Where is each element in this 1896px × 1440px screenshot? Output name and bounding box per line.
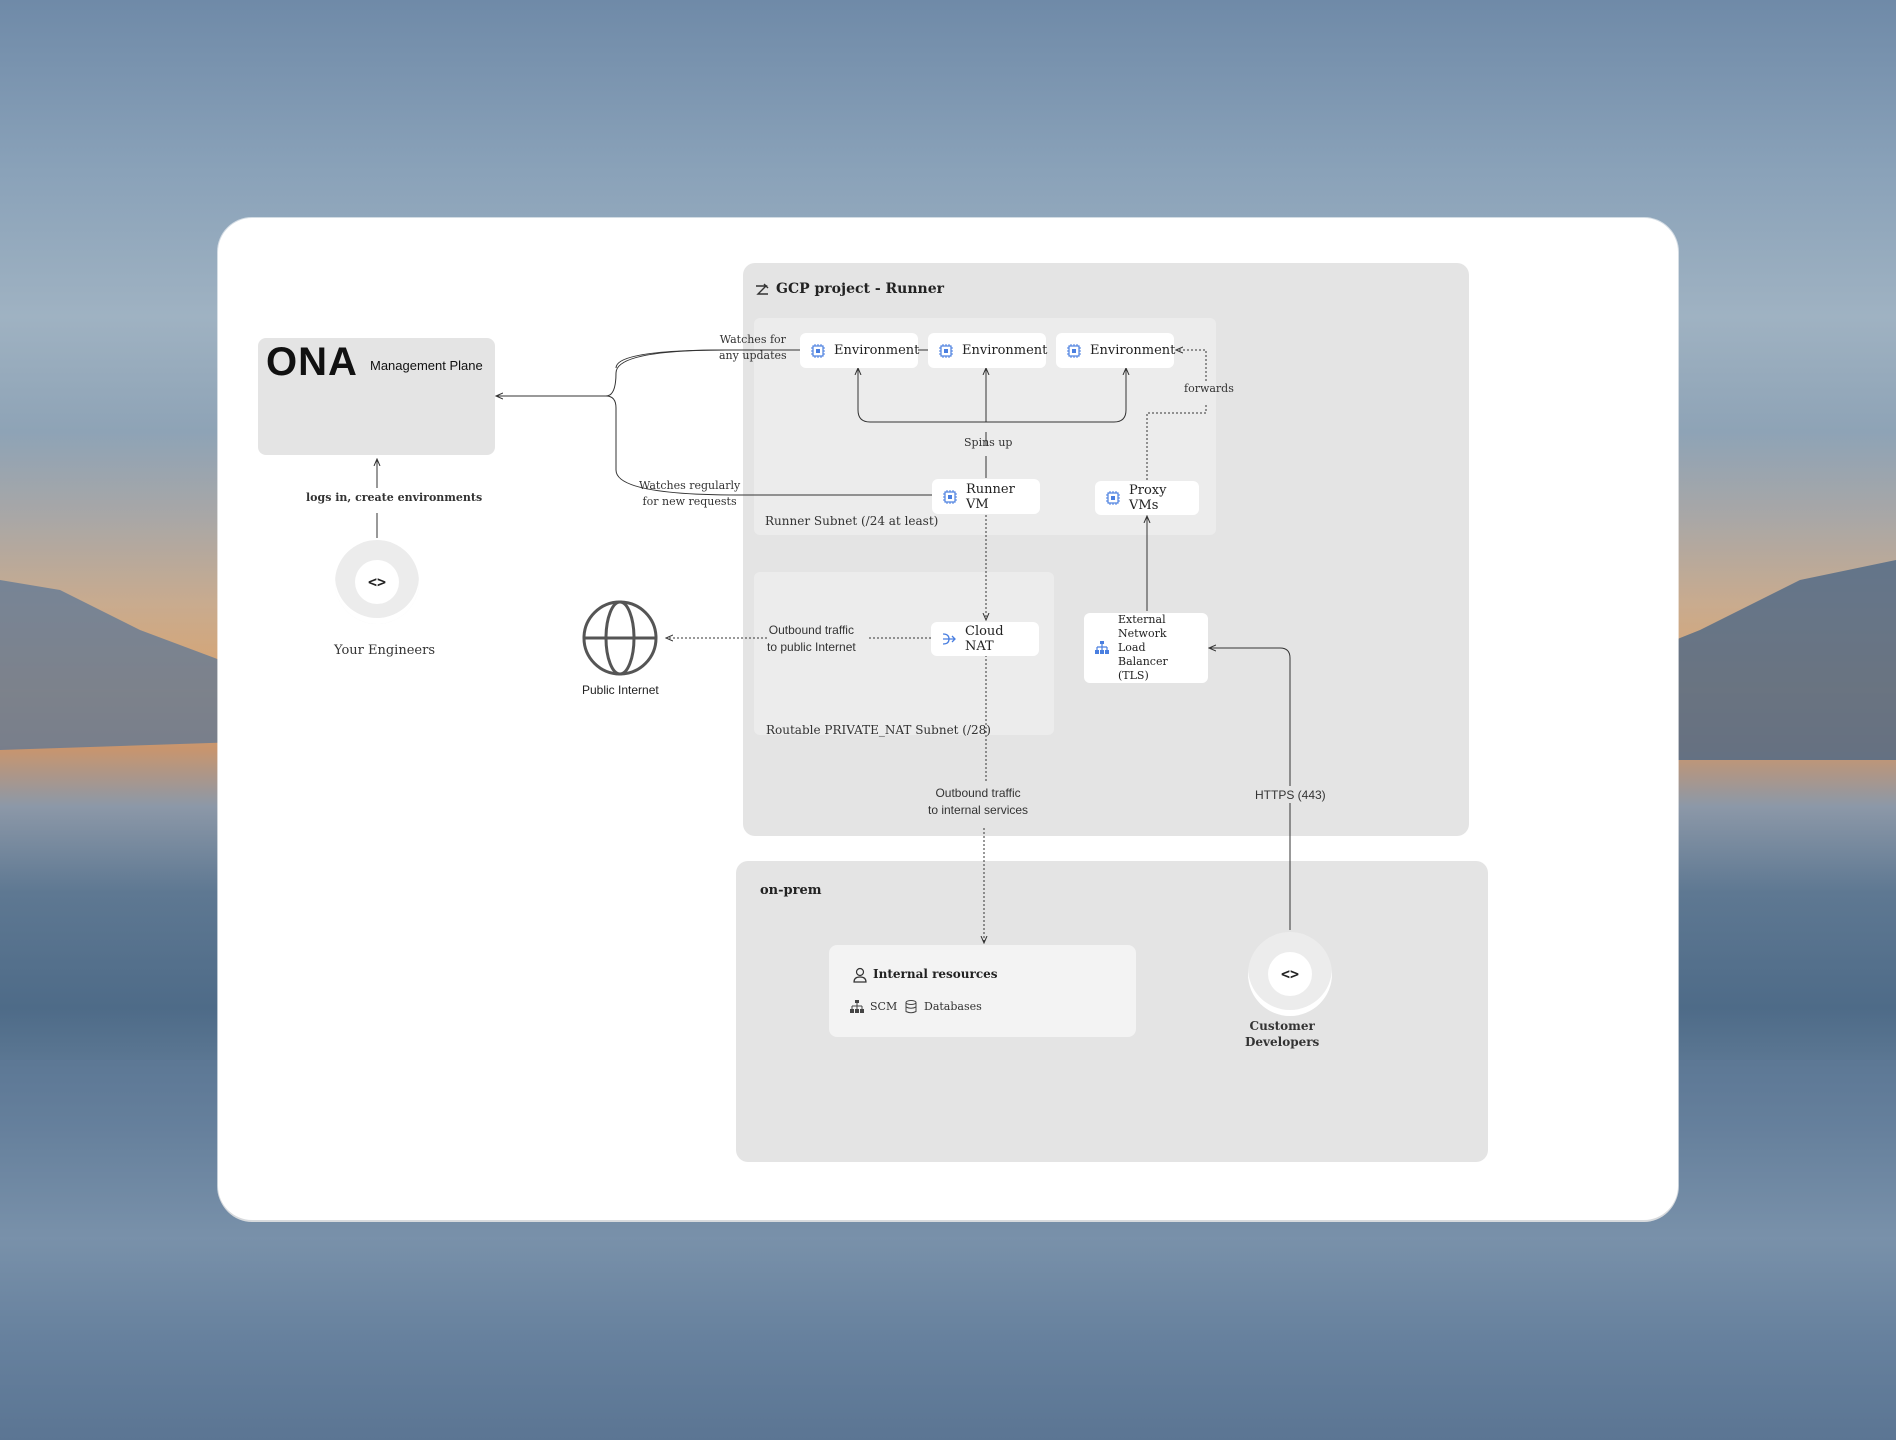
environment-node-1[interactable]: Environment	[800, 333, 920, 368]
chip-icon	[1067, 343, 1081, 358]
load-balancer-label: External Network Load Balancer (TLS)	[1118, 613, 1168, 682]
diagram-card: GCP project - Runner Runner Subnet (/24 …	[218, 218, 1678, 1220]
internal-resources-title: Internal resources	[873, 967, 998, 981]
load-balancer-icon	[1095, 641, 1109, 654]
person-icon	[853, 967, 867, 983]
engineers-avatar[interactable]: <>	[335, 540, 419, 624]
chip-icon	[939, 343, 953, 358]
forwards-label: forwards	[1184, 382, 1234, 395]
scm-label: SCM	[870, 1000, 898, 1013]
code-icon: <>	[355, 560, 399, 604]
gcp-project-title: GCP project - Runner	[776, 281, 944, 297]
customer-developers-avatar[interactable]: <>	[1248, 932, 1332, 1016]
globe-icon	[582, 600, 658, 676]
environment-node-3[interactable]: Environment	[1056, 333, 1176, 368]
environment-label: Environment	[962, 343, 1048, 358]
spins-up-label: Spins up	[964, 436, 1013, 449]
ona-logo: ONA	[266, 340, 358, 384]
load-balancer-node[interactable]: External Network Load Balancer (TLS)	[1084, 613, 1208, 683]
code-icon: <>	[1268, 952, 1312, 996]
logs-in-edge-label: logs in, create environments	[306, 491, 483, 504]
runner-subnet-label: Runner Subnet (/24 at least)	[765, 514, 939, 528]
chip-icon	[811, 343, 825, 358]
proxy-vms-label: Proxy VMs	[1129, 483, 1167, 513]
cloud-nat-node[interactable]: Cloud NAT	[931, 622, 1039, 656]
internal-resources-node[interactable]	[829, 945, 1136, 1037]
environment-node-2[interactable]: Environment	[928, 333, 1048, 368]
runner-vm-label: Runner VM	[966, 481, 1015, 512]
runner-vm-node[interactable]: Runner VM	[932, 479, 1040, 514]
databases-label: Databases	[924, 1000, 982, 1013]
on-prem-title: on-prem	[760, 883, 822, 898]
environment-label: Environment	[834, 343, 920, 358]
database-icon	[905, 1000, 917, 1014]
chip-icon	[943, 489, 957, 504]
public-internet-label: Public Internet	[582, 683, 659, 697]
proxy-vms-node[interactable]: Proxy VMs	[1095, 481, 1199, 515]
cloud-nat-label: Cloud NAT	[965, 624, 1004, 654]
management-plane-label: Management Plane	[370, 358, 483, 373]
https-label: HTTPS (443)	[1255, 788, 1326, 802]
chip-icon	[1106, 491, 1120, 505]
management-plane-node[interactable]	[258, 338, 495, 455]
hierarchy-icon	[850, 1000, 864, 1013]
gcp-project-icon	[756, 283, 769, 295]
nat-subnet-label: Routable PRIVATE_NAT Subnet (/28)	[766, 723, 991, 737]
environment-label: Environment	[1090, 343, 1176, 358]
engineers-label: Your Engineers	[334, 643, 435, 658]
cloud-nat-icon	[942, 633, 956, 645]
